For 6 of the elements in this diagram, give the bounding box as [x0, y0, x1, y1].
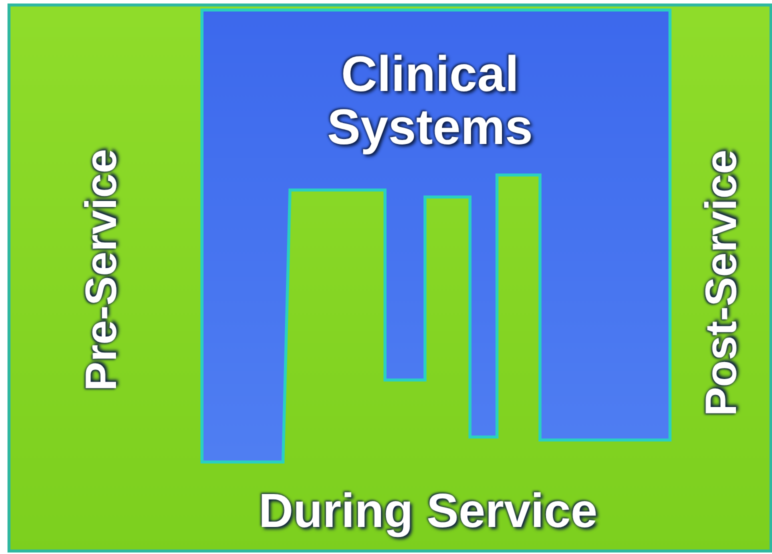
phase-label: Pre-Service [80, 148, 124, 392]
system-region [200, 8, 672, 464]
service-region [8, 4, 772, 552]
phase-label: During Service [258, 488, 598, 536]
region-title: Clinical Systems [326, 48, 534, 153]
phase-label: Post-Service [700, 150, 744, 416]
